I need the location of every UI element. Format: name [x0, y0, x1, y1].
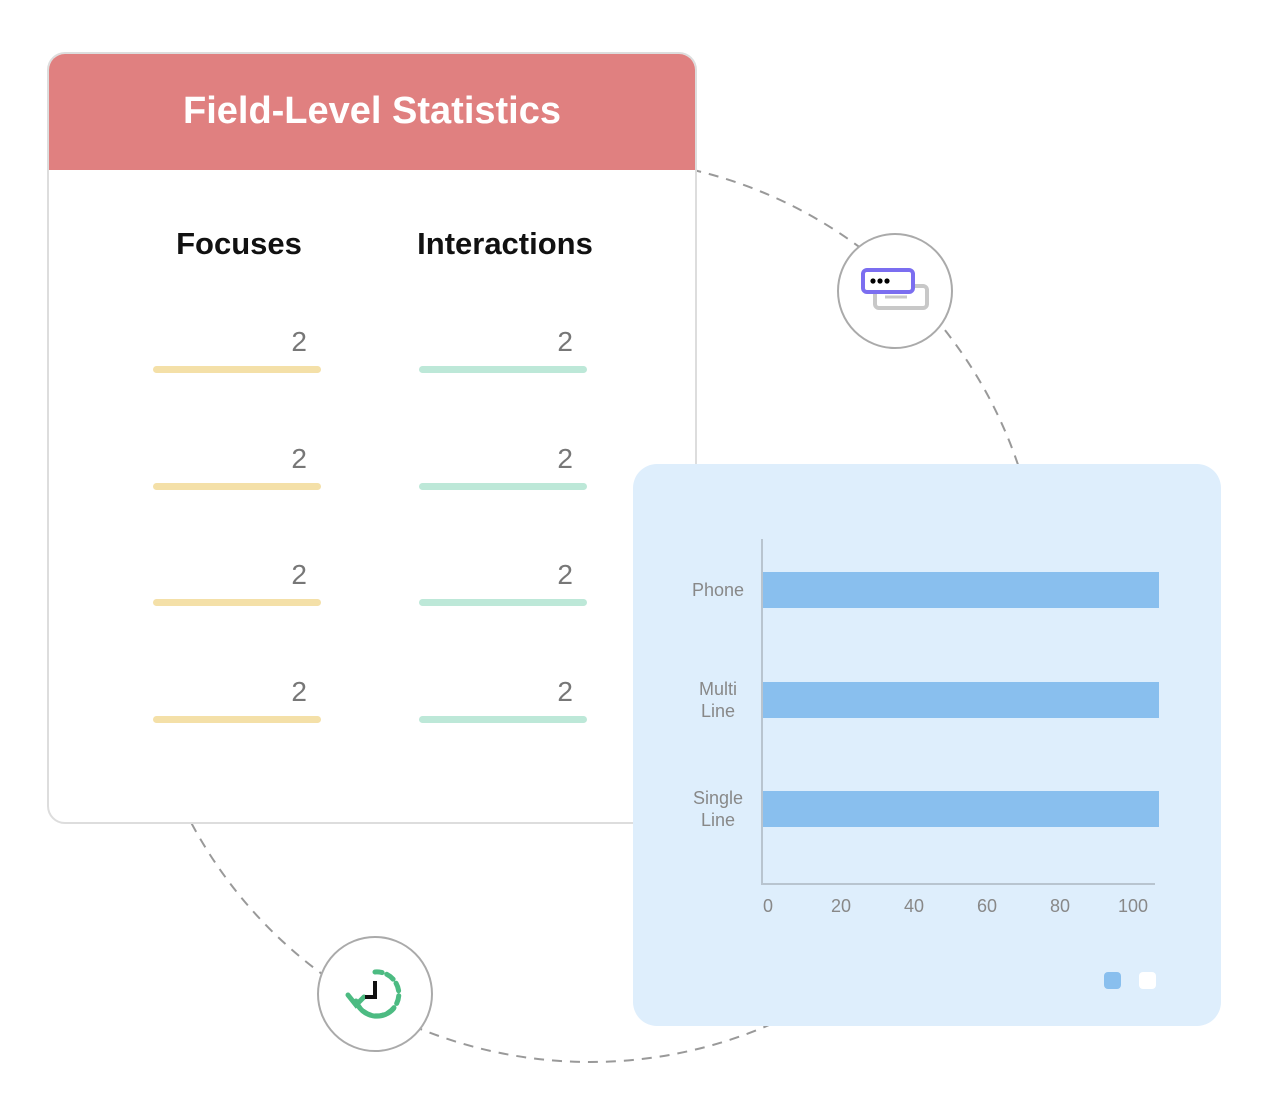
interactions-value: 2: [557, 442, 573, 474]
interactions-stat: 2: [419, 326, 587, 373]
x-tick-label: 100: [1117, 896, 1149, 916]
card-title: Field-Level Statistics: [49, 54, 695, 170]
interactions-value: 2: [557, 675, 573, 707]
column-header-focuses: Focuses: [176, 226, 302, 261]
x-tick-label: 40: [903, 896, 925, 916]
y-axis: [761, 539, 763, 885]
focuses-bar: [153, 482, 321, 490]
history-clock-icon: [317, 936, 433, 1052]
category-label: Phone: [673, 579, 763, 601]
focuses-bar: [153, 599, 321, 606]
focuses-stat: 2: [153, 326, 321, 373]
interactions-bar: [419, 599, 587, 606]
category-label-line: Multi: [698, 678, 737, 699]
focuses-stat: 2: [153, 443, 321, 490]
interactions-bar: [419, 366, 587, 373]
focuses-bar: [153, 366, 321, 373]
interactions-value: 2: [557, 559, 573, 590]
category-label-line: Phone: [691, 580, 745, 600]
legend-swatch-1[interactable]: [1104, 972, 1121, 989]
bar-1: [763, 681, 1159, 718]
x-axis: [761, 883, 1155, 885]
field-statistics-card: Field-Level Statistics Focuses Interacti…: [47, 52, 697, 824]
x-tick-label: 80: [1049, 896, 1071, 916]
category-label-line: Line: [700, 810, 736, 830]
focuses-stat: 2: [153, 559, 321, 606]
interactions-bar: [419, 715, 587, 723]
category-label-line: Line: [700, 700, 736, 721]
interactions-stat: 2: [419, 443, 587, 490]
interactions-stat: 2: [419, 559, 587, 606]
x-tick-label: 0: [762, 896, 773, 916]
focuses-value: 2: [291, 559, 307, 590]
interactions-value: 2: [557, 326, 573, 357]
x-tick-label: 60: [976, 896, 998, 916]
column-header-interactions: Interactions: [417, 226, 593, 261]
focuses-stat: 2: [153, 676, 321, 723]
focuses-value: 2: [291, 675, 307, 707]
interactions-stat: 2: [419, 676, 587, 723]
focuses-value: 2: [291, 326, 307, 357]
x-tick-label: 20: [830, 896, 852, 916]
focuses-value: 2: [291, 442, 307, 474]
bar-2: [763, 791, 1159, 827]
focuses-bar: [153, 715, 321, 723]
category-label-line: Single: [692, 788, 744, 808]
interactions-bar: [419, 482, 587, 490]
legend-swatch-2[interactable]: [1139, 972, 1156, 989]
bar-0: [763, 572, 1159, 608]
message-bubbles-icon: [837, 233, 953, 349]
